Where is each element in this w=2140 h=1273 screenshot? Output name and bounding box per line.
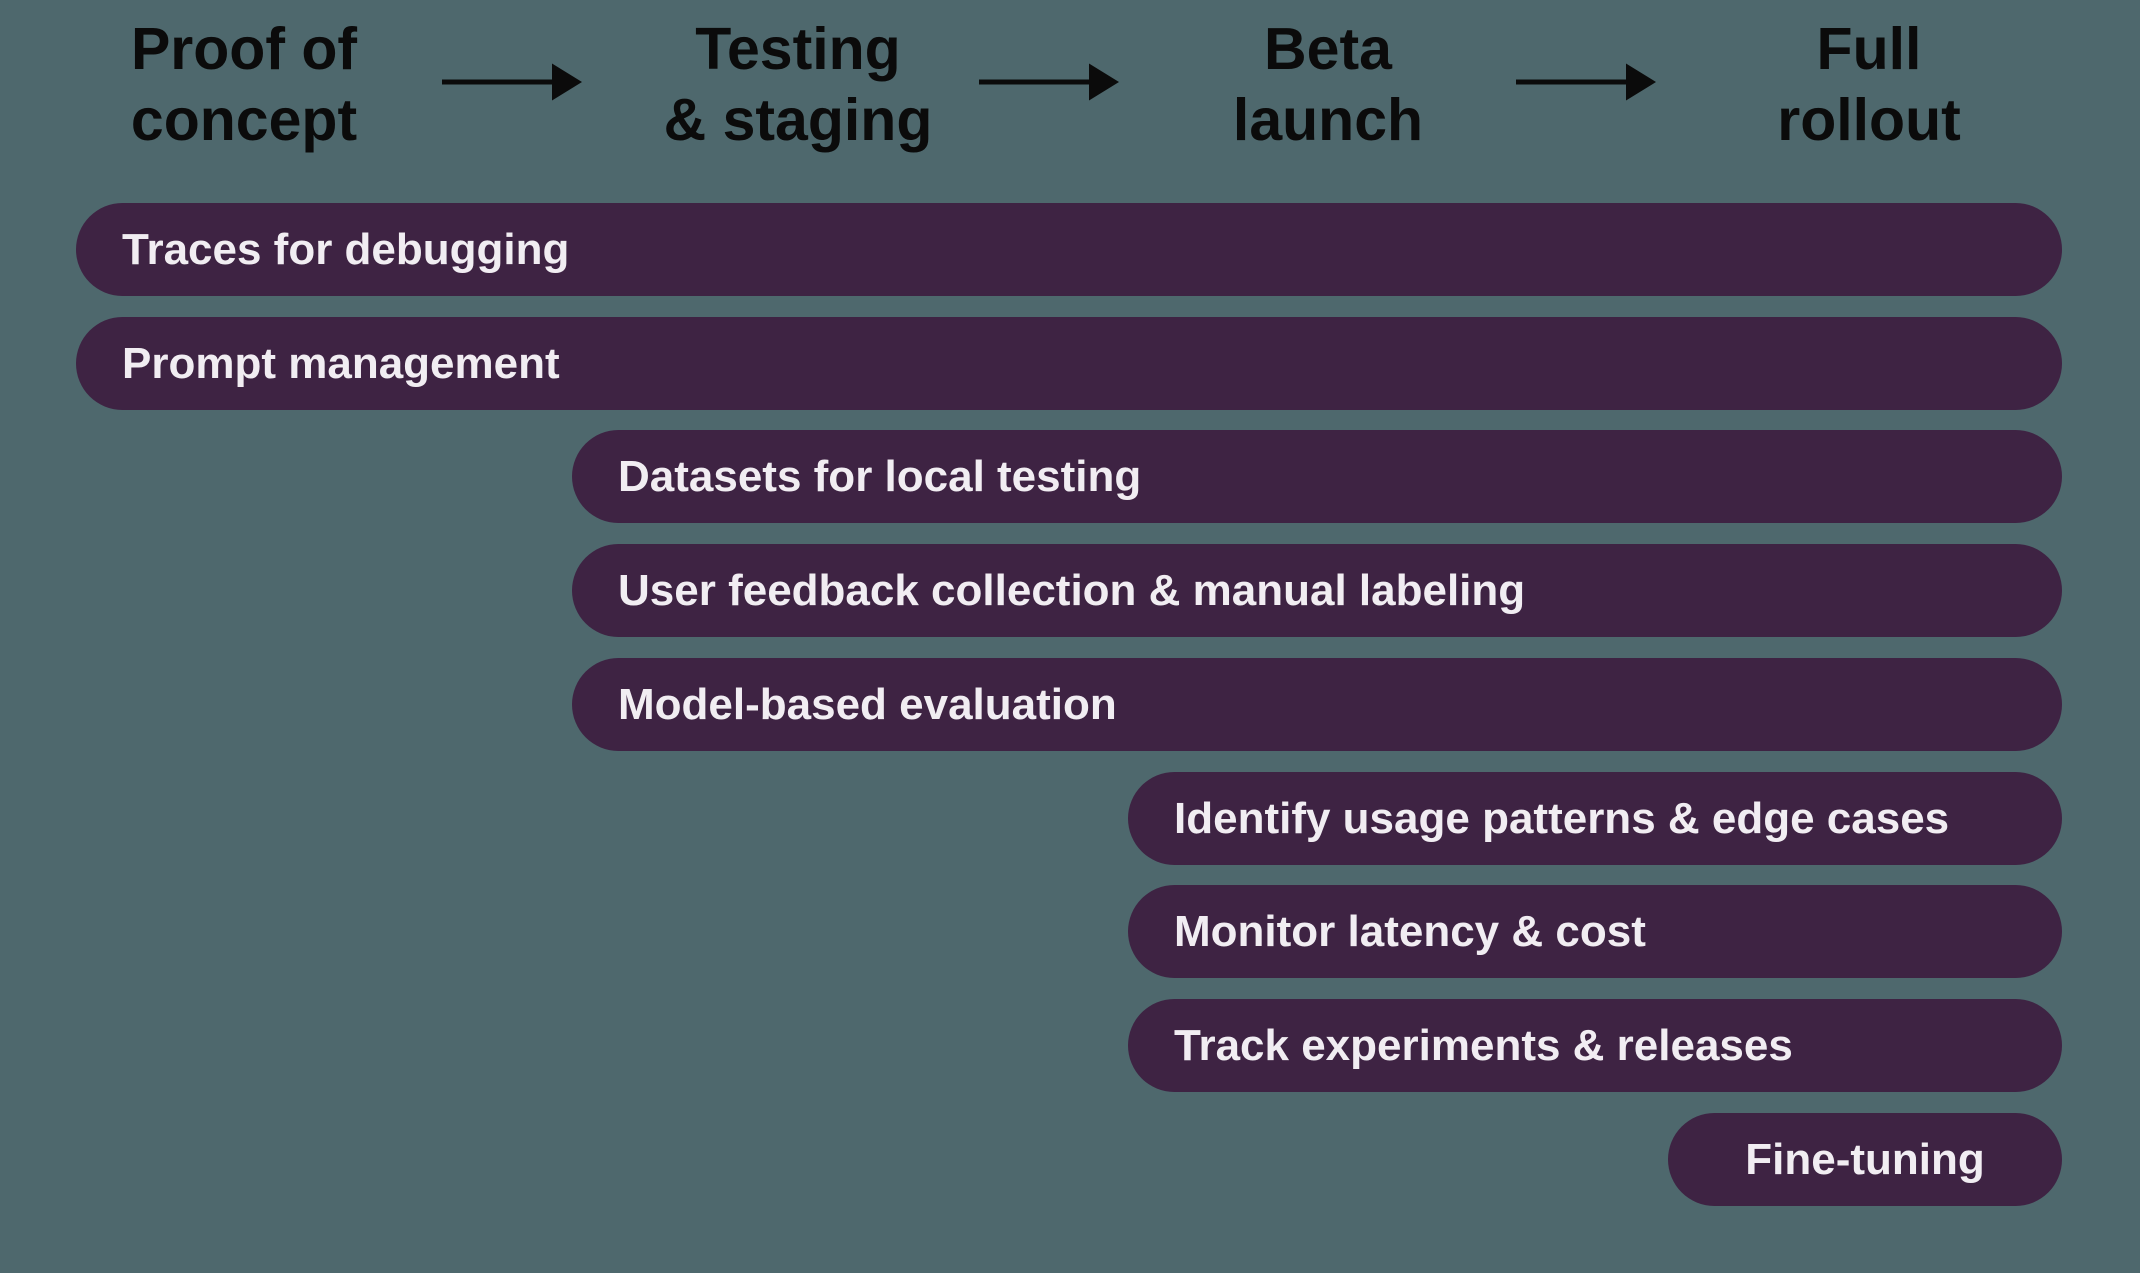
bar-identify-usage-patterns: Identify usage patterns & edge cases [1128,772,2062,865]
phase-label-testing-staging: Testing & staging [664,14,933,156]
phase-label-line: rollout [1777,87,1961,153]
bar-label: Monitor latency & cost [1174,906,1646,956]
bar-user-feedback-collection: User feedback collection & manual labeli… [572,544,2062,637]
bar-label: Identify usage patterns & edge cases [1174,793,1950,843]
phase-label-beta-launch: Beta launch [1233,14,1423,156]
bar-label: Datasets for local testing [618,451,1142,501]
phase-label-line: & staging [663,87,933,153]
bar-label: Fine-tuning [1745,1134,1985,1184]
arrow-right-icon [1516,60,1656,104]
bar-label: Traces for debugging [122,224,570,274]
phase-label-line: Full [1816,16,1922,82]
bar-fine-tuning: Fine-tuning [1668,1113,2062,1206]
bar-label: User feedback collection & manual labeli… [618,565,1526,615]
bar-traces-for-debugging: Traces for debugging [76,203,2062,296]
phase-label-proof-of-concept: Proof of concept [131,14,357,156]
phase-label-full-rollout: Full rollout [1777,14,1961,156]
bar-label: Prompt management [122,338,560,388]
phase-label-line: Proof of [130,16,358,82]
arrow-right-icon [979,60,1119,104]
phase-label-line: Beta [1264,16,1392,82]
phase-label-line: Testing [695,16,901,82]
phase-label-line: concept [130,87,358,153]
bar-label: Track experiments & releases [1174,1020,1793,1070]
bar-monitor-latency-cost: Monitor latency & cost [1128,885,2062,978]
bar-track-experiments-releases: Track experiments & releases [1128,999,2062,1092]
phase-label-line: launch [1232,87,1424,153]
bar-model-based-evaluation: Model-based evaluation [572,658,2062,751]
arrow-right-icon [442,60,582,104]
bar-datasets-for-local-testing: Datasets for local testing [572,430,2062,523]
bar-prompt-management: Prompt management [76,317,2062,410]
bar-label: Model-based evaluation [618,679,1117,729]
